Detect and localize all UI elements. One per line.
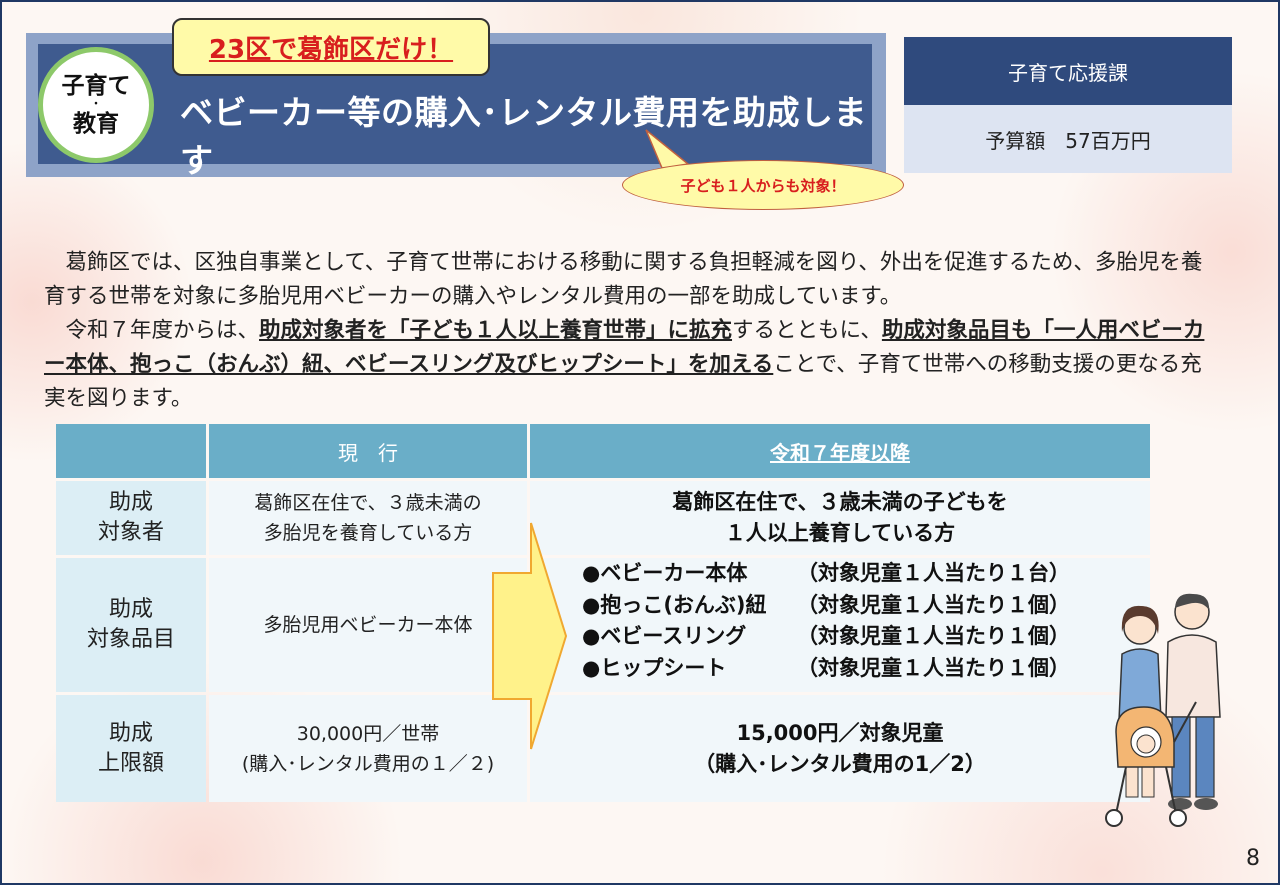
intro-paragraph-1: 葛飾区では、区独自事業として、子育て世帯における移動に関する負担軽減を図り、外出… [44,250,1203,309]
speech-bubble: 子ども１人からも対象！ [622,160,904,210]
change-arrow-icon [492,522,568,750]
new-items: ●ベビーカー本体 （対象児童１人当たり１台） ●抱っこ(おんぶ)紐 （対象児童１… [530,558,1150,692]
item-name: ●ベビースリング [582,624,747,648]
page-number: 8 [1246,846,1260,871]
item-name: ●ヒップシート [582,655,727,680]
item-note: （対象児童１人当たり１個） [797,592,1070,617]
intro-p2-e: ことで、子育て世帯への移動支援の更なる充実を図ります。 [44,352,1202,411]
row-label-items: 助成 対象品目 [56,558,206,692]
new-recipient-2: １人以上養育している方 [724,521,956,545]
intro-p2-highlight-2: 助成対象品目も「一人用ベビーカー本体、抱っこ（おんぶ）紐、ベビースリング及びヒッ… [44,318,1205,377]
table-header-current: 現 行 [209,424,527,478]
table-header-blank [56,424,206,478]
category-badge-dot: ・ [91,99,101,110]
list-item: ●抱っこ(おんぶ)紐 （対象児童１人当たり１個） [582,590,1070,622]
page-title: ベビーカー等の購入･レンタル費用を助成します [180,93,867,180]
current-limit-1: 30,000円／世帯 [296,722,440,745]
table-header-new: 令和７年度以降 [530,424,1150,478]
new-limit-2: （購入･レンタル費用の1／2） [694,751,986,776]
new-limit-1: 15,000円／対象児童 [736,720,944,745]
row-label-limit-2: 上限額 [97,750,164,776]
intro-p2-a: 令和７年度からは、 [44,318,260,343]
row-label-recipient-2: 対象者 [97,520,164,545]
comparison-table: 現 行 令和７年度以降 助成 対象者 葛飾区在住で、３歳未満の 多胎児を養育して… [56,424,1150,802]
row-label-items-2: 対象品目 [86,627,175,652]
current-recipient-1: 葛飾区在住で、３歳未満の [254,492,482,514]
current-recipient-2: 多胎児を養育している方 [263,522,473,544]
row-label-items-1: 助成 [108,597,153,622]
row-label-limit-1: 助成 [108,720,153,746]
item-name: ●抱っこ(おんぶ)紐 [582,592,767,617]
intro-text: 葛飾区では、区独自事業として、子育て世帯における移動に関する負担軽減を図り、外出… [44,246,1210,416]
budget-label: 予算額 57百万円 [904,105,1232,173]
current-recipient: 葛飾区在住で、３歳未満の 多胎児を養育している方 [209,481,527,555]
category-badge-line1: 子育て [61,72,131,99]
item-name: ●ベビーカー本体 [582,561,748,585]
current-items: 多胎児用ベビーカー本体 [209,558,527,692]
department-label: 子育て応援課 [904,37,1232,105]
row-label-recipient-1: 助成 [108,490,153,515]
current-limit-2: (購入･レンタル費用の１／２) [241,752,495,775]
category-badge: 子育て ・ 教育 [38,47,154,163]
item-note: （対象児童１人当たり１個） [797,655,1070,680]
intro-p2-c: するとともに、 [732,318,882,343]
row-label-recipient: 助成 対象者 [56,481,206,555]
intro-p2-highlight-1: 助成対象者を「子ども１人以上養育世帯」に拡充 [259,318,733,343]
new-recipient-1: 葛飾区在住で、３歳未満の子どもを [672,490,1008,514]
family-illustration [1105,593,1221,827]
item-note: （対象児童１人当たり１台） [797,561,1070,585]
new-limit: 15,000円／対象児童 （購入･レンタル費用の1／2） [530,695,1150,802]
new-recipient: 葛飾区在住で、３歳未満の子どもを １人以上養育している方 [530,481,1150,555]
intro-paragraph-2: 令和７年度からは、助成対象者を「子ども１人以上養育世帯」に拡充するとともに、助成… [44,314,1210,416]
highlight-tag: 23区で葛飾区だけ！ [172,18,490,76]
item-note: （対象児童１人当たり１個） [797,624,1070,648]
list-item: ●ベビーカー本体 （対象児童１人当たり１台） [582,558,1070,590]
list-item: ●ベビースリング （対象児童１人当たり１個） [582,621,1070,653]
row-label-limit: 助成 上限額 [56,695,206,802]
current-limit: 30,000円／世帯 (購入･レンタル費用の１／２) [209,695,527,802]
category-badge-line2: 教育 [73,111,119,137]
list-item: ●ヒップシート （対象児童１人当たり１個） [582,653,1070,685]
